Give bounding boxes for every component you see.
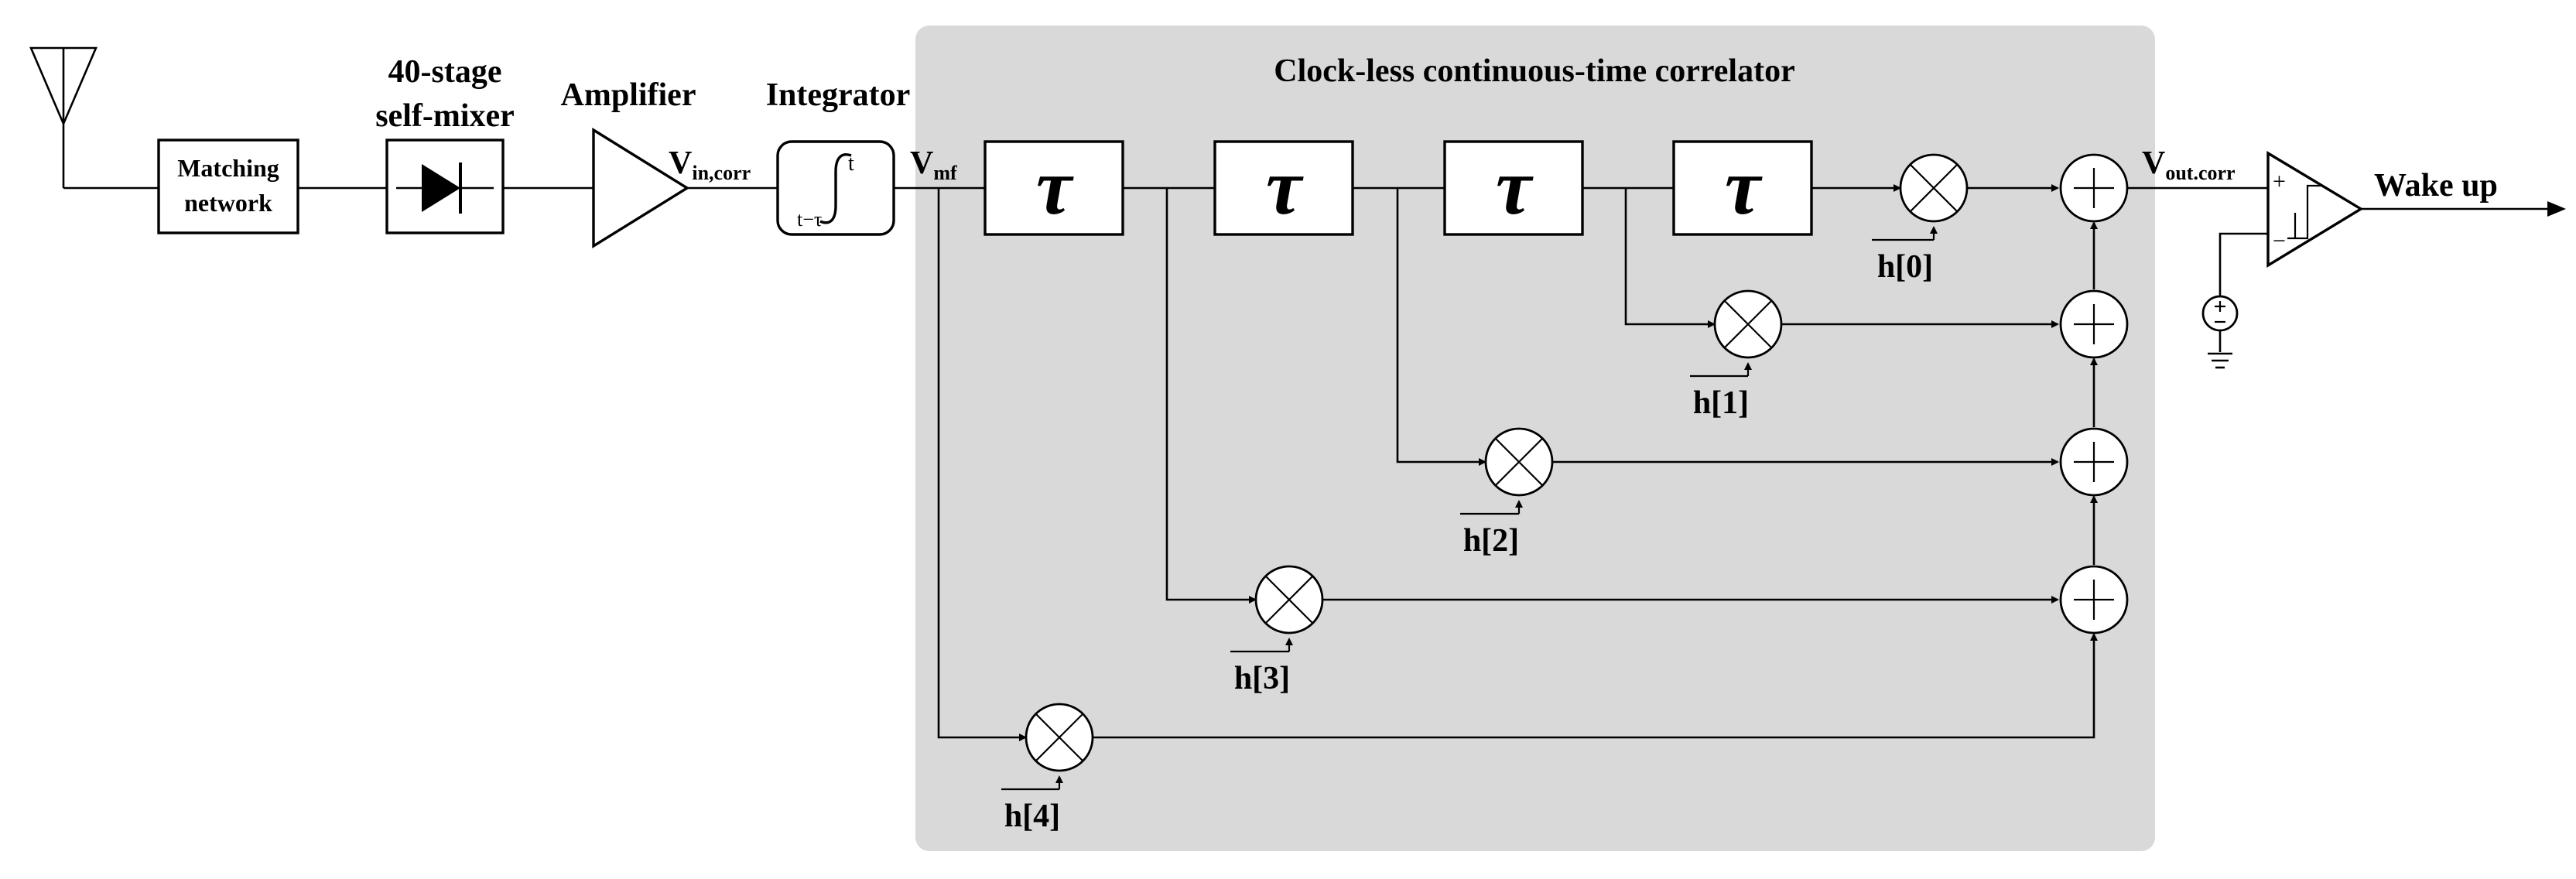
ground-icon — [2208, 352, 2232, 369]
vin-corr-label: Vin,corr — [669, 145, 751, 184]
multiplier-3 — [1254, 565, 1324, 634]
delay-block-1 — [984, 140, 1124, 236]
wake-up-label: Wake up — [2374, 168, 2498, 204]
matching-network-block — [157, 139, 299, 234]
delay-symbol-4: τ — [1725, 142, 1763, 231]
multiplier-0 — [1899, 153, 1969, 223]
antenna-icon — [29, 46, 159, 190]
voltage-source-icon — [2201, 295, 2239, 332]
amplifier-triangle — [592, 127, 690, 249]
coef-input-2 — [1460, 500, 1523, 515]
amplifier-label: Amplifier — [561, 77, 696, 113]
comparator-triangle — [2266, 150, 2364, 268]
coef-label-3: h[3] — [1234, 661, 1290, 696]
vmf-label: Vmf — [910, 145, 957, 184]
adder-0 — [2059, 153, 2129, 223]
multiplier-4 — [1025, 703, 1094, 772]
mixer-label-1: 40-stage — [388, 54, 502, 90]
multiplier-2 — [1484, 427, 1554, 497]
adder-1 — [2059, 289, 2129, 359]
coef-input-0 — [1872, 226, 1938, 241]
hysteresis-icon — [2287, 184, 2323, 240]
coef-input-3 — [1230, 638, 1293, 653]
comparator-minus: − — [2273, 228, 2286, 254]
delay-symbol-2: τ — [1266, 142, 1304, 231]
matching-network-label-1: Matching — [177, 154, 279, 182]
delay-symbol-3: τ — [1496, 142, 1534, 231]
output-arrowhead — [2547, 201, 2566, 217]
coef-input-1 — [1690, 362, 1752, 378]
matching-network-label-2: network — [184, 189, 272, 217]
integral-lower-limit: t−τ — [797, 208, 822, 231]
coef-label-2: h[2] — [1463, 523, 1519, 559]
delay-block-2 — [1213, 140, 1354, 236]
multiplier-1 — [1713, 289, 1783, 359]
integral-sign-icon — [819, 153, 852, 224]
adder-2 — [2059, 427, 2129, 497]
vout-corr-label: Vout.corr — [2142, 145, 2236, 184]
comparator-plus: + — [2273, 169, 2286, 194]
adder-3 — [2059, 565, 2129, 634]
delay-symbol-1: τ — [1036, 142, 1074, 231]
correlator-title: Clock-less continuous-time correlator — [1274, 53, 1794, 89]
diode-icon — [396, 162, 494, 214]
coef-label-0: h[0] — [1877, 249, 1933, 285]
coef-input-4 — [1001, 775, 1063, 791]
delay-block-4 — [1672, 140, 1813, 236]
delay-block-3 — [1443, 140, 1584, 236]
mixer-label-2: self-mixer — [375, 98, 515, 134]
integrator-label: Integrator — [766, 77, 911, 113]
integral-upper-limit: t — [848, 152, 854, 176]
coef-label-1: h[1] — [1693, 385, 1749, 421]
coef-label-4: h[4] — [1004, 799, 1060, 834]
